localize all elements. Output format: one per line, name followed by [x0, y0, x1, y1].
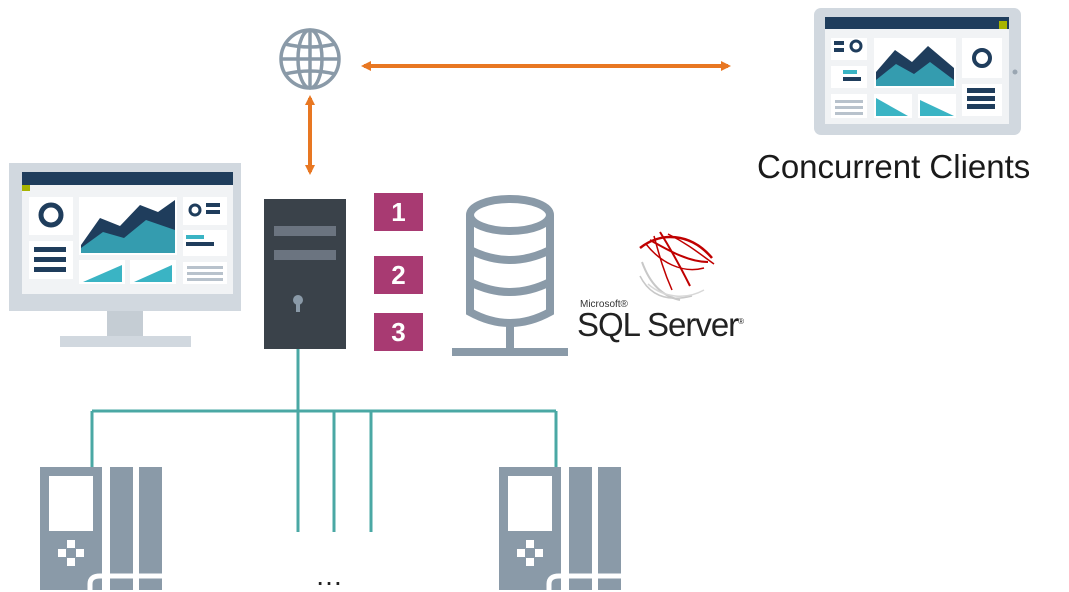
sql-server-microsoft-text: Microsoft® [580, 299, 628, 310]
badge-3: 3 [374, 313, 423, 351]
sql-server-logo-icon [639, 231, 715, 301]
ellipsis-label: … [315, 560, 343, 591]
globe-icon [279, 28, 341, 90]
plc-controller-icon [40, 467, 170, 590]
concurrent-clients-label: Concurrent Clients [757, 148, 1031, 185]
tablet-client-icon [814, 8, 1021, 135]
database-icon [452, 195, 568, 356]
network-lines [90, 348, 558, 532]
desktop-monitor-icon [9, 163, 241, 347]
plc-controller-icon [499, 467, 629, 590]
server-tower-icon [264, 199, 346, 349]
sql-server-text: SQL Server® [577, 306, 745, 343]
badge-1: 1 [374, 193, 423, 231]
badge-2: 2 [374, 256, 423, 294]
